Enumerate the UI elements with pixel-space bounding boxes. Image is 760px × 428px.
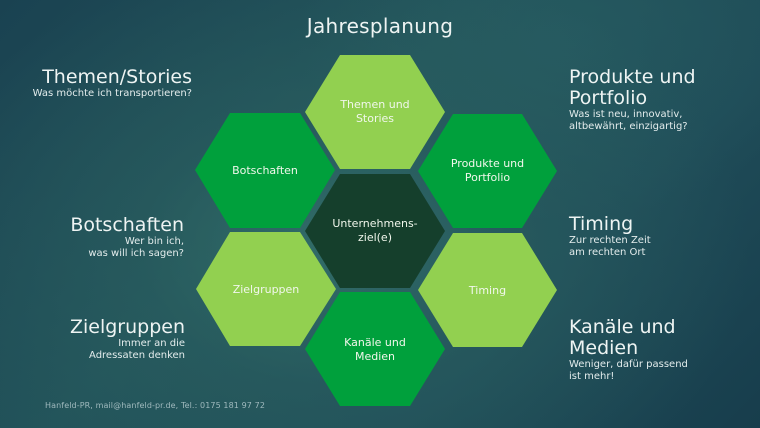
note-heading: Themen/Stories	[42, 66, 192, 88]
footer-contact: Hanfeld-PR, mail@hanfeld-pr.de, Tel.: 01…	[45, 401, 266, 410]
hexagon-label-zielgruppen: Zielgruppen	[232, 283, 300, 296]
note-text: Zur rechten Zeit am rechten Ort	[569, 235, 651, 258]
note-text: Was ist neu, innovativ, altbewährt, einz…	[569, 109, 688, 132]
note-zielgruppen: Zielgruppen Immer an die Adressaten denk…	[5, 317, 185, 362]
note-themen-stories: Themen/Stories Was möchte ich transporti…	[2, 67, 192, 100]
note-text: Wer bin ich, was will ich sagen?	[88, 236, 184, 259]
hexagon-produkte-portfolio	[418, 114, 557, 228]
note-heading: Timing	[569, 213, 634, 235]
hexagon-label-produkte-portfolio: Produkte und Portfolio	[450, 157, 525, 184]
note-produkte-portfolio: Produkte und Portfolio Was ist neu, inno…	[569, 67, 754, 133]
note-heading: Produkte und Portfolio	[569, 66, 696, 109]
hexagon-label-botschaften: Botschaften	[232, 164, 298, 177]
note-text: Immer an die Adressaten denken	[89, 338, 185, 361]
hexagon-botschaften	[195, 113, 335, 228]
note-botschaften: Botschaften Wer bin ich, was will ich sa…	[4, 215, 184, 260]
hexagon-label-unternehmensziel: Unternehmens- ziel(e)	[332, 217, 418, 244]
note-heading: Kanäle und Medien	[569, 316, 676, 359]
hexagon-label-kanaele-medien: Kanäle und Medien	[344, 336, 406, 363]
note-heading: Botschaften	[70, 214, 184, 236]
hexagon-unternehmensziel	[305, 174, 445, 288]
note-heading: Zielgruppen	[69, 316, 185, 338]
note-timing: Timing Zur rechten Zeit am rechten Ort	[569, 214, 754, 259]
slide-title: Jahresplanung	[306, 14, 454, 38]
hexagon-themen-stories	[305, 55, 445, 169]
hexagon-timing	[418, 233, 557, 347]
hexagon-label-themen-stories: Themen und Stories	[340, 98, 410, 125]
hexagon-label-timing: Timing	[468, 284, 507, 297]
note-kanaele-medien: Kanäle und Medien Weniger, dafür passend…	[569, 317, 754, 383]
hexagon-zielgruppen	[196, 232, 336, 346]
hexagon-kanaele-medien	[305, 292, 445, 406]
note-text: Weniger, dafür passend ist mehr!	[569, 359, 688, 382]
note-text: Was möchte ich transportieren?	[32, 88, 192, 99]
